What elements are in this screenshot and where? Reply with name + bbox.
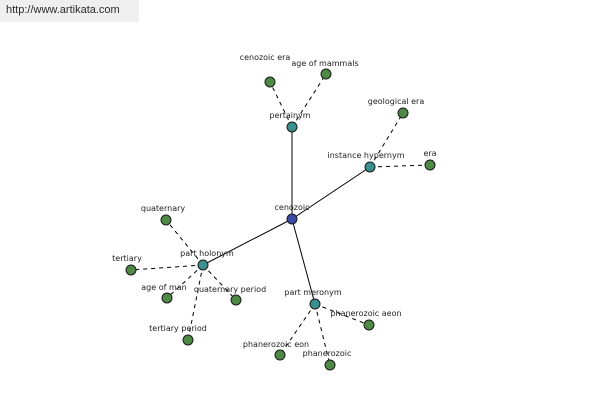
edge-cenozoic-instance-hypernym [291, 166, 371, 220]
node-age-of-mammals[interactable] [320, 68, 332, 80]
edge-pertainym-cenozoic-era [269, 81, 293, 128]
node-quaternary[interactable] [160, 214, 172, 226]
node-part-meronym[interactable] [309, 298, 321, 310]
edge-part-holonym-tertiary [130, 264, 204, 271]
node-pertainym[interactable] [286, 121, 298, 133]
label-age-of-mammals: age of mammals [291, 59, 358, 68]
node-phanerozoic-aeon[interactable] [363, 319, 375, 331]
label-phanerozoic-aeon: phanerozoic aeon [330, 309, 401, 318]
edge-part-meronym-phanerozoic-aeon [314, 303, 370, 326]
node-cenozoic[interactable] [286, 213, 298, 225]
edge-cenozoic-part-meronym [291, 218, 316, 305]
node-phanerozoic-eon[interactable] [274, 349, 286, 361]
edge-instance-hypernym-era [369, 164, 431, 168]
node-part-holonym[interactable] [197, 259, 209, 271]
node-geological-era[interactable] [397, 107, 409, 119]
label-age-of-man: age of man [141, 283, 186, 292]
edge-part-holonym-quaternary-period [202, 264, 237, 301]
label-tertiary-period: tertiary period [149, 324, 207, 333]
label-phanerozoic: phanerozoic [303, 349, 352, 358]
label-quaternary: quaternary [141, 204, 186, 213]
label-instance-hypernym: instance hypernym [328, 151, 405, 160]
label-geological-era: geological era [368, 97, 425, 106]
node-tertiary[interactable] [125, 264, 137, 276]
node-phanerozoic[interactable] [324, 359, 336, 371]
node-instance-hypernym[interactable] [364, 161, 376, 173]
watermark-url: http://www.artikata.com [6, 4, 120, 16]
edge-part-holonym-quaternary [165, 219, 204, 266]
edge-pertainym-age-of-mammals [291, 73, 327, 128]
edge-cenozoic-part-holonym [202, 218, 293, 266]
graph-labels: cenozoic pertainym instance hypernym part h… [112, 53, 436, 358]
label-phanerozoic-eon: phanerozoic eon [243, 340, 309, 349]
label-era: era [423, 149, 436, 158]
edge-instance-hypernym-geological-era [369, 112, 404, 168]
label-cenozoic-era: cenozoic era [240, 53, 291, 62]
edge-part-meronym-phanerozoic-eon [279, 303, 316, 356]
label-tertiary: tertiary [112, 254, 142, 263]
watermark: http://www.artikata.com [0, 0, 139, 22]
label-pertainym: pertainym [269, 111, 310, 120]
label-cenozoic: cenozoic [275, 203, 310, 212]
edge-part-holonym-age-of-man [166, 264, 204, 299]
node-quaternary-period[interactable] [230, 294, 242, 306]
label-quaternary-period: quaternary period [194, 285, 266, 294]
label-part-meronym: part meronym [284, 288, 341, 297]
node-cenozoic-era[interactable] [264, 76, 276, 88]
node-tertiary-period[interactable] [182, 334, 194, 346]
graph-edges [130, 73, 431, 366]
node-age-of-man[interactable] [161, 292, 173, 304]
edge-part-meronym-phanerozoic [314, 303, 331, 366]
graph-nodes [125, 68, 436, 371]
node-era[interactable] [424, 159, 436, 171]
label-part-holonym: part holonym [180, 249, 234, 258]
